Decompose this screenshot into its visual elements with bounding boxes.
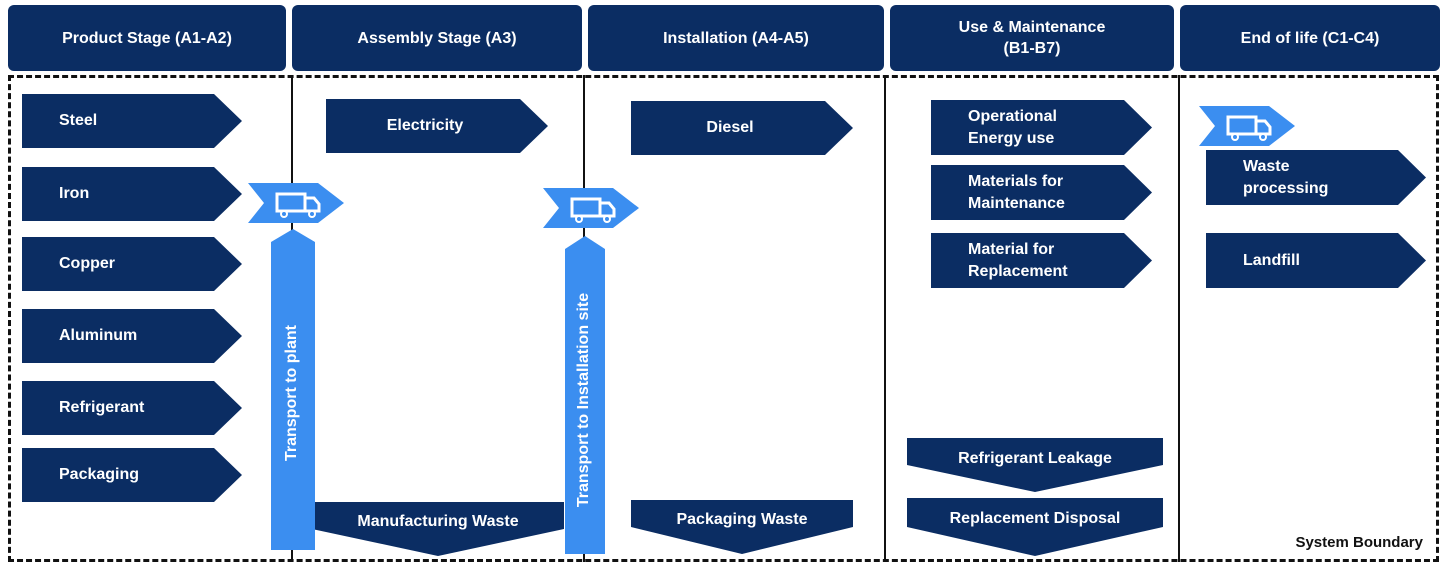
header-product-stage: Product Stage (A1-A2) bbox=[8, 5, 286, 71]
column-separator bbox=[1178, 75, 1180, 562]
input-refrigerant: Refrigerant bbox=[22, 381, 242, 435]
output-waste-processing: Waste processing bbox=[1206, 150, 1426, 205]
input-copper: Copper bbox=[22, 237, 242, 291]
system-boundary-label: System Boundary bbox=[1295, 534, 1423, 551]
input-diesel: Diesel bbox=[631, 101, 853, 155]
header-use-maintenance: Use & Maintenance (B1-B7) bbox=[890, 5, 1174, 71]
header-installation: Installation (A4-A5) bbox=[588, 5, 884, 71]
input-electricity: Electricity bbox=[326, 99, 548, 153]
header-end-of-life: End of life (C1-C4) bbox=[1180, 5, 1440, 71]
input-operational-energy: Operational Energy use bbox=[931, 100, 1152, 155]
header-assembly-stage: Assembly Stage (A3) bbox=[292, 5, 582, 71]
input-packaging: Packaging bbox=[22, 448, 242, 502]
output-landfill: Landfill bbox=[1206, 233, 1426, 288]
input-steel: Steel bbox=[22, 94, 242, 148]
truck-icon bbox=[248, 183, 344, 223]
input-materials-maintenance: Materials for Maintenance bbox=[931, 165, 1152, 220]
input-material-replacement: Material for Replacement bbox=[931, 233, 1152, 288]
system-boundary bbox=[8, 75, 1439, 562]
transport-to-site-arrow bbox=[565, 236, 605, 554]
transport-to-plant-label: Transport to plant bbox=[283, 325, 300, 461]
transport-to-site-label: Transport to Installation site bbox=[575, 292, 592, 508]
truck-icon bbox=[1199, 106, 1295, 146]
column-separator bbox=[884, 75, 886, 562]
output-manufacturing-waste: Manufacturing Waste bbox=[312, 502, 564, 556]
transport-to-plant-arrow bbox=[271, 229, 315, 550]
truck-icon bbox=[543, 188, 639, 228]
input-iron: Iron bbox=[22, 167, 242, 221]
input-aluminum: Aluminum bbox=[22, 309, 242, 363]
